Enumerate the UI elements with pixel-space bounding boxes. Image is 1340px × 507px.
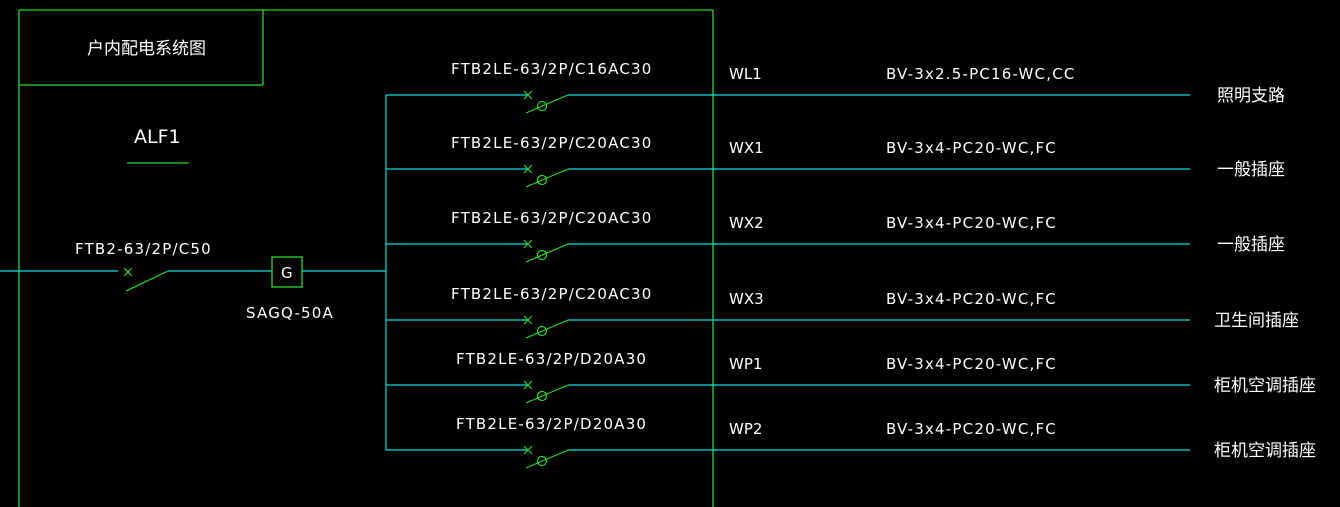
branch-breaker-symbol [523,164,569,188]
branch-breaker-symbol [523,239,569,263]
circuit-code: WP1 [729,355,762,373]
main-breaker-symbol [123,267,169,292]
load-name: 卫生间插座 [1214,311,1299,331]
diagram-title: 户内配电系统图 [87,39,206,59]
cable-spec: BV-3x4-PC20-WC,FC [886,355,1057,373]
circuit-row: FTB2LE-63/2P/C20AC30 WX1 BV-3x4-PC20-WC,FC… [386,134,1285,188]
cable-spec: BV-3x4-PC20-WC,FC [886,214,1057,232]
circuit-row: FTB2LE-63/2P/C20AC30 WX3 BV-3x4-PC20-WC,FC… [386,285,1299,339]
branch-breaker-label: FTB2LE-63/2P/C20AC30 [451,134,653,152]
branch-breaker-symbol [523,445,569,469]
protector-box [271,256,303,288]
branch-breaker-symbol [523,90,569,114]
circuit-code: WP2 [729,420,762,438]
load-name: 柜机空调插座 [1214,441,1316,461]
cable-spec: BV-3x2.5-PC16-WC,CC [886,65,1076,83]
circuit-row: FTB2LE-63/2P/C16AC30 WL1 BV-3x2.5-PC16-WC,… [386,60,1285,114]
branch-breaker-label: FTB2LE-63/2P/C20AC30 [451,285,653,303]
protector-symbol: G [281,264,293,282]
branch-breaker-symbol [523,380,569,404]
branch-breaker-label: FTB2LE-63/2P/D20A30 [456,350,647,368]
load-name: 柜机空调插座 [1214,376,1316,396]
cable-spec: BV-3x4-PC20-WC,FC [886,290,1057,308]
panel-label: ALF1 [134,126,181,148]
circuit-row: FTB2LE-63/2P/D20A30 WP1 BV-3x4-PC20-WC,FC 柜… [386,350,1316,404]
load-name: 一般插座 [1217,160,1285,180]
branch-breaker-label: FTB2LE-63/2P/C16AC30 [451,60,653,78]
branch-breaker-symbol [523,315,569,339]
circuit-code: WL1 [729,65,762,83]
circuit-code: WX2 [729,214,764,232]
cable-spec: BV-3x4-PC20-WC,FC [886,139,1057,157]
protector-label: SAGQ-50A [246,304,334,322]
circuit-code: WX1 [729,139,764,157]
load-name: 照明支路 [1217,86,1285,106]
branch-breaker-label: FTB2LE-63/2P/D20A30 [456,415,647,433]
cable-spec: BV-3x4-PC20-WC,FC [886,420,1057,438]
circuit-row: FTB2LE-63/2P/D20A30 WP2 BV-3x4-PC20-WC,FC 柜… [386,415,1316,469]
main-breaker-label: FTB2-63/2P/C50 [75,240,212,258]
circuit-row: FTB2LE-63/2P/C20AC30 WX2 BV-3x4-PC20-WC,FC… [386,209,1285,263]
branch-breaker-label: FTB2LE-63/2P/C20AC30 [451,209,653,227]
load-name: 一般插座 [1217,235,1285,255]
circuit-code: WX3 [729,290,764,308]
